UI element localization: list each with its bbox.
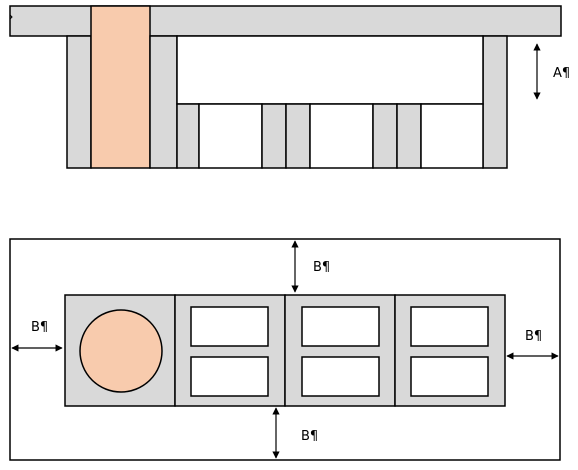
side-view: A¶ [9,5,570,169]
dimension-b-top-label: B¶ [313,260,330,275]
dimension-b-left-label: B¶ [31,320,48,335]
plan-view: B¶ B¶ B¶ B¶ [9,238,561,461]
highlighted-column [90,5,151,169]
highlighted-circle [79,309,163,393]
window-slot [190,306,269,347]
lower-post [396,103,422,169]
dimension-b-bottom-label: B¶ [301,429,318,444]
left-wall [66,35,92,169]
lower-post [372,103,398,169]
window-slot [190,356,269,397]
dimension-a-label: A¶ [553,66,570,81]
left-inner-wall [149,35,178,169]
plate-left-edge-mark [9,14,13,20]
window-slot [410,306,489,347]
upper-cavity [176,35,484,105]
lower-cell [420,103,484,169]
window-slot [410,356,489,397]
lower-post [285,103,311,169]
window-slot [301,356,380,397]
lower-cell [309,103,374,169]
window-slot [301,306,380,347]
dimension-b-right-label: B¶ [525,329,542,344]
lower-cell [198,103,263,169]
lower-post [261,103,287,169]
right-wall [482,35,508,169]
lower-post [176,103,200,169]
